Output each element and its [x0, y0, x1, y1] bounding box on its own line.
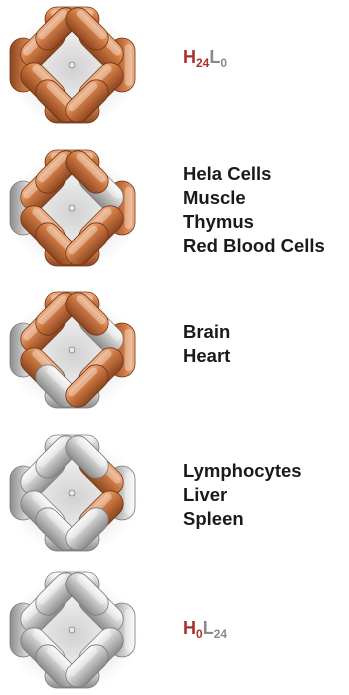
tissue-list: Hela Cells Muscle Thymus Red Blood Cells	[183, 162, 325, 258]
tissue-label: Brain	[183, 320, 230, 344]
tissue-label: Red Blood Cells	[183, 234, 325, 258]
ferritin-row-h4l20: Lymphocytes Liver Spleen	[0, 425, 349, 565]
tissue-label: Muscle	[183, 186, 325, 210]
center-channel	[69, 490, 75, 496]
center-channel	[69, 205, 75, 211]
tissue-label: Thymus	[183, 210, 325, 234]
tissue-label: Heart	[183, 344, 230, 368]
subunit-formula: H24L0	[183, 47, 227, 70]
tissue-label: Hela Cells	[183, 162, 325, 186]
ferritin-cluster-h16l8	[5, 290, 140, 410]
center-channel	[69, 347, 75, 353]
ferritin-cluster-h24l0	[5, 5, 140, 125]
tissue-label: Spleen	[183, 507, 302, 531]
ferritin-cluster-h0l24	[5, 570, 140, 690]
subunit-formula: H0L24	[183, 618, 227, 641]
ferritin-row-h24l0: H24L0	[0, 0, 349, 130]
tissue-list: Lymphocytes Liver Spleen	[183, 459, 302, 531]
ferritin-row-h0l24: H0L24	[0, 570, 349, 687]
ferritin-cluster-h4l20	[5, 433, 140, 553]
center-channel	[69, 62, 75, 68]
tissue-list: Brain Heart	[183, 320, 230, 368]
ferritin-row-h16l8: Brain Heart	[0, 285, 349, 415]
center-channel	[69, 627, 75, 633]
tissue-label: Lymphocytes	[183, 459, 302, 483]
tissue-label: Liver	[183, 483, 302, 507]
ferritin-cluster-h20l4	[5, 148, 140, 268]
ferritin-row-h20l4: Hela Cells Muscle Thymus Red Blood Cells	[0, 140, 349, 280]
